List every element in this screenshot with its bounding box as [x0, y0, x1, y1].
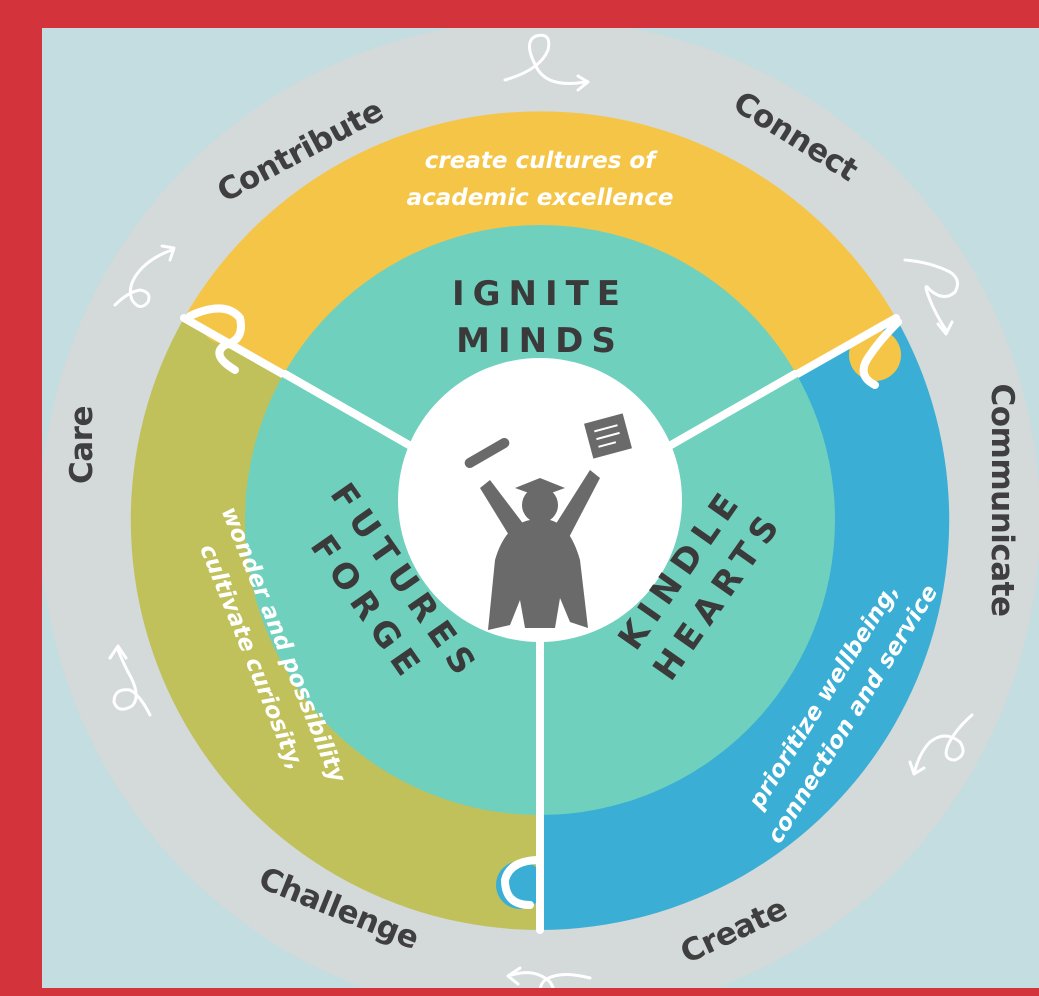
- swirl-arrow-icon: [903, 258, 960, 336]
- ring-word-care: Care: [64, 406, 100, 484]
- swirl-arrow-icon: [108, 644, 152, 717]
- segment-top-text-1: create cultures of: [425, 148, 658, 174]
- core-title-ignite-2: MINDS: [456, 321, 624, 361]
- core-title-ignite-1: IGNITE: [452, 274, 628, 314]
- swirl-arrow-icon: [113, 244, 176, 308]
- graduate-icon: [464, 413, 632, 630]
- segment-top-text-2: academic excellence: [407, 185, 674, 211]
- ring-word-communicate: Communicate: [984, 383, 1020, 616]
- swirl-arrow-icon: [908, 713, 974, 776]
- swirl-arrow-icon: [503, 33, 590, 92]
- swirl-arrow-icon: [506, 966, 592, 988]
